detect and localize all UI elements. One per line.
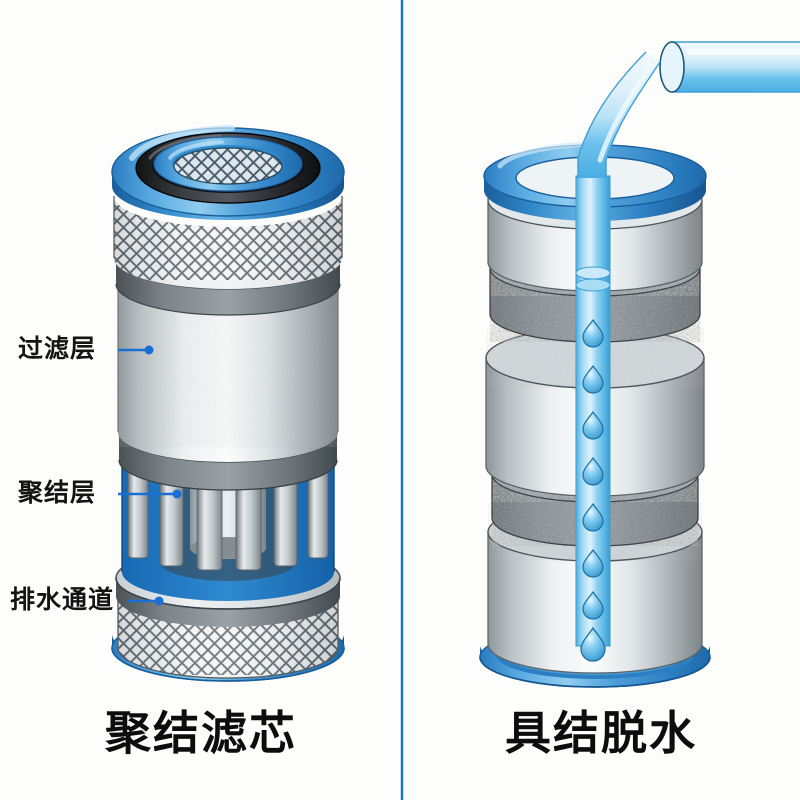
caption-left-panel: 聚结滤芯 bbox=[105, 707, 297, 759]
label-drain-channel: 排水通道 bbox=[10, 586, 115, 614]
lower-mesh-band bbox=[117, 592, 339, 679]
inlet-pipe bbox=[577, 41, 800, 178]
dehydration-stack bbox=[479, 41, 800, 688]
droplets-in-tube bbox=[582, 319, 604, 620]
label-coalescing-layer: 聚结层 bbox=[18, 479, 97, 507]
caption-right-panel: 具结脱水 bbox=[505, 707, 697, 759]
upper-mesh-band bbox=[113, 196, 343, 289]
falling-droplet bbox=[580, 626, 606, 662]
smooth-disc-middle bbox=[485, 327, 705, 497]
blue-top-ring-right bbox=[483, 141, 707, 221]
coalescing-filter-cartridge bbox=[111, 125, 345, 682]
core-mesh-opening bbox=[173, 147, 283, 185]
water-stream-tube bbox=[575, 175, 611, 662]
leader-lines bbox=[118, 345, 182, 606]
label-filter-layer: 过滤层 bbox=[18, 335, 97, 363]
